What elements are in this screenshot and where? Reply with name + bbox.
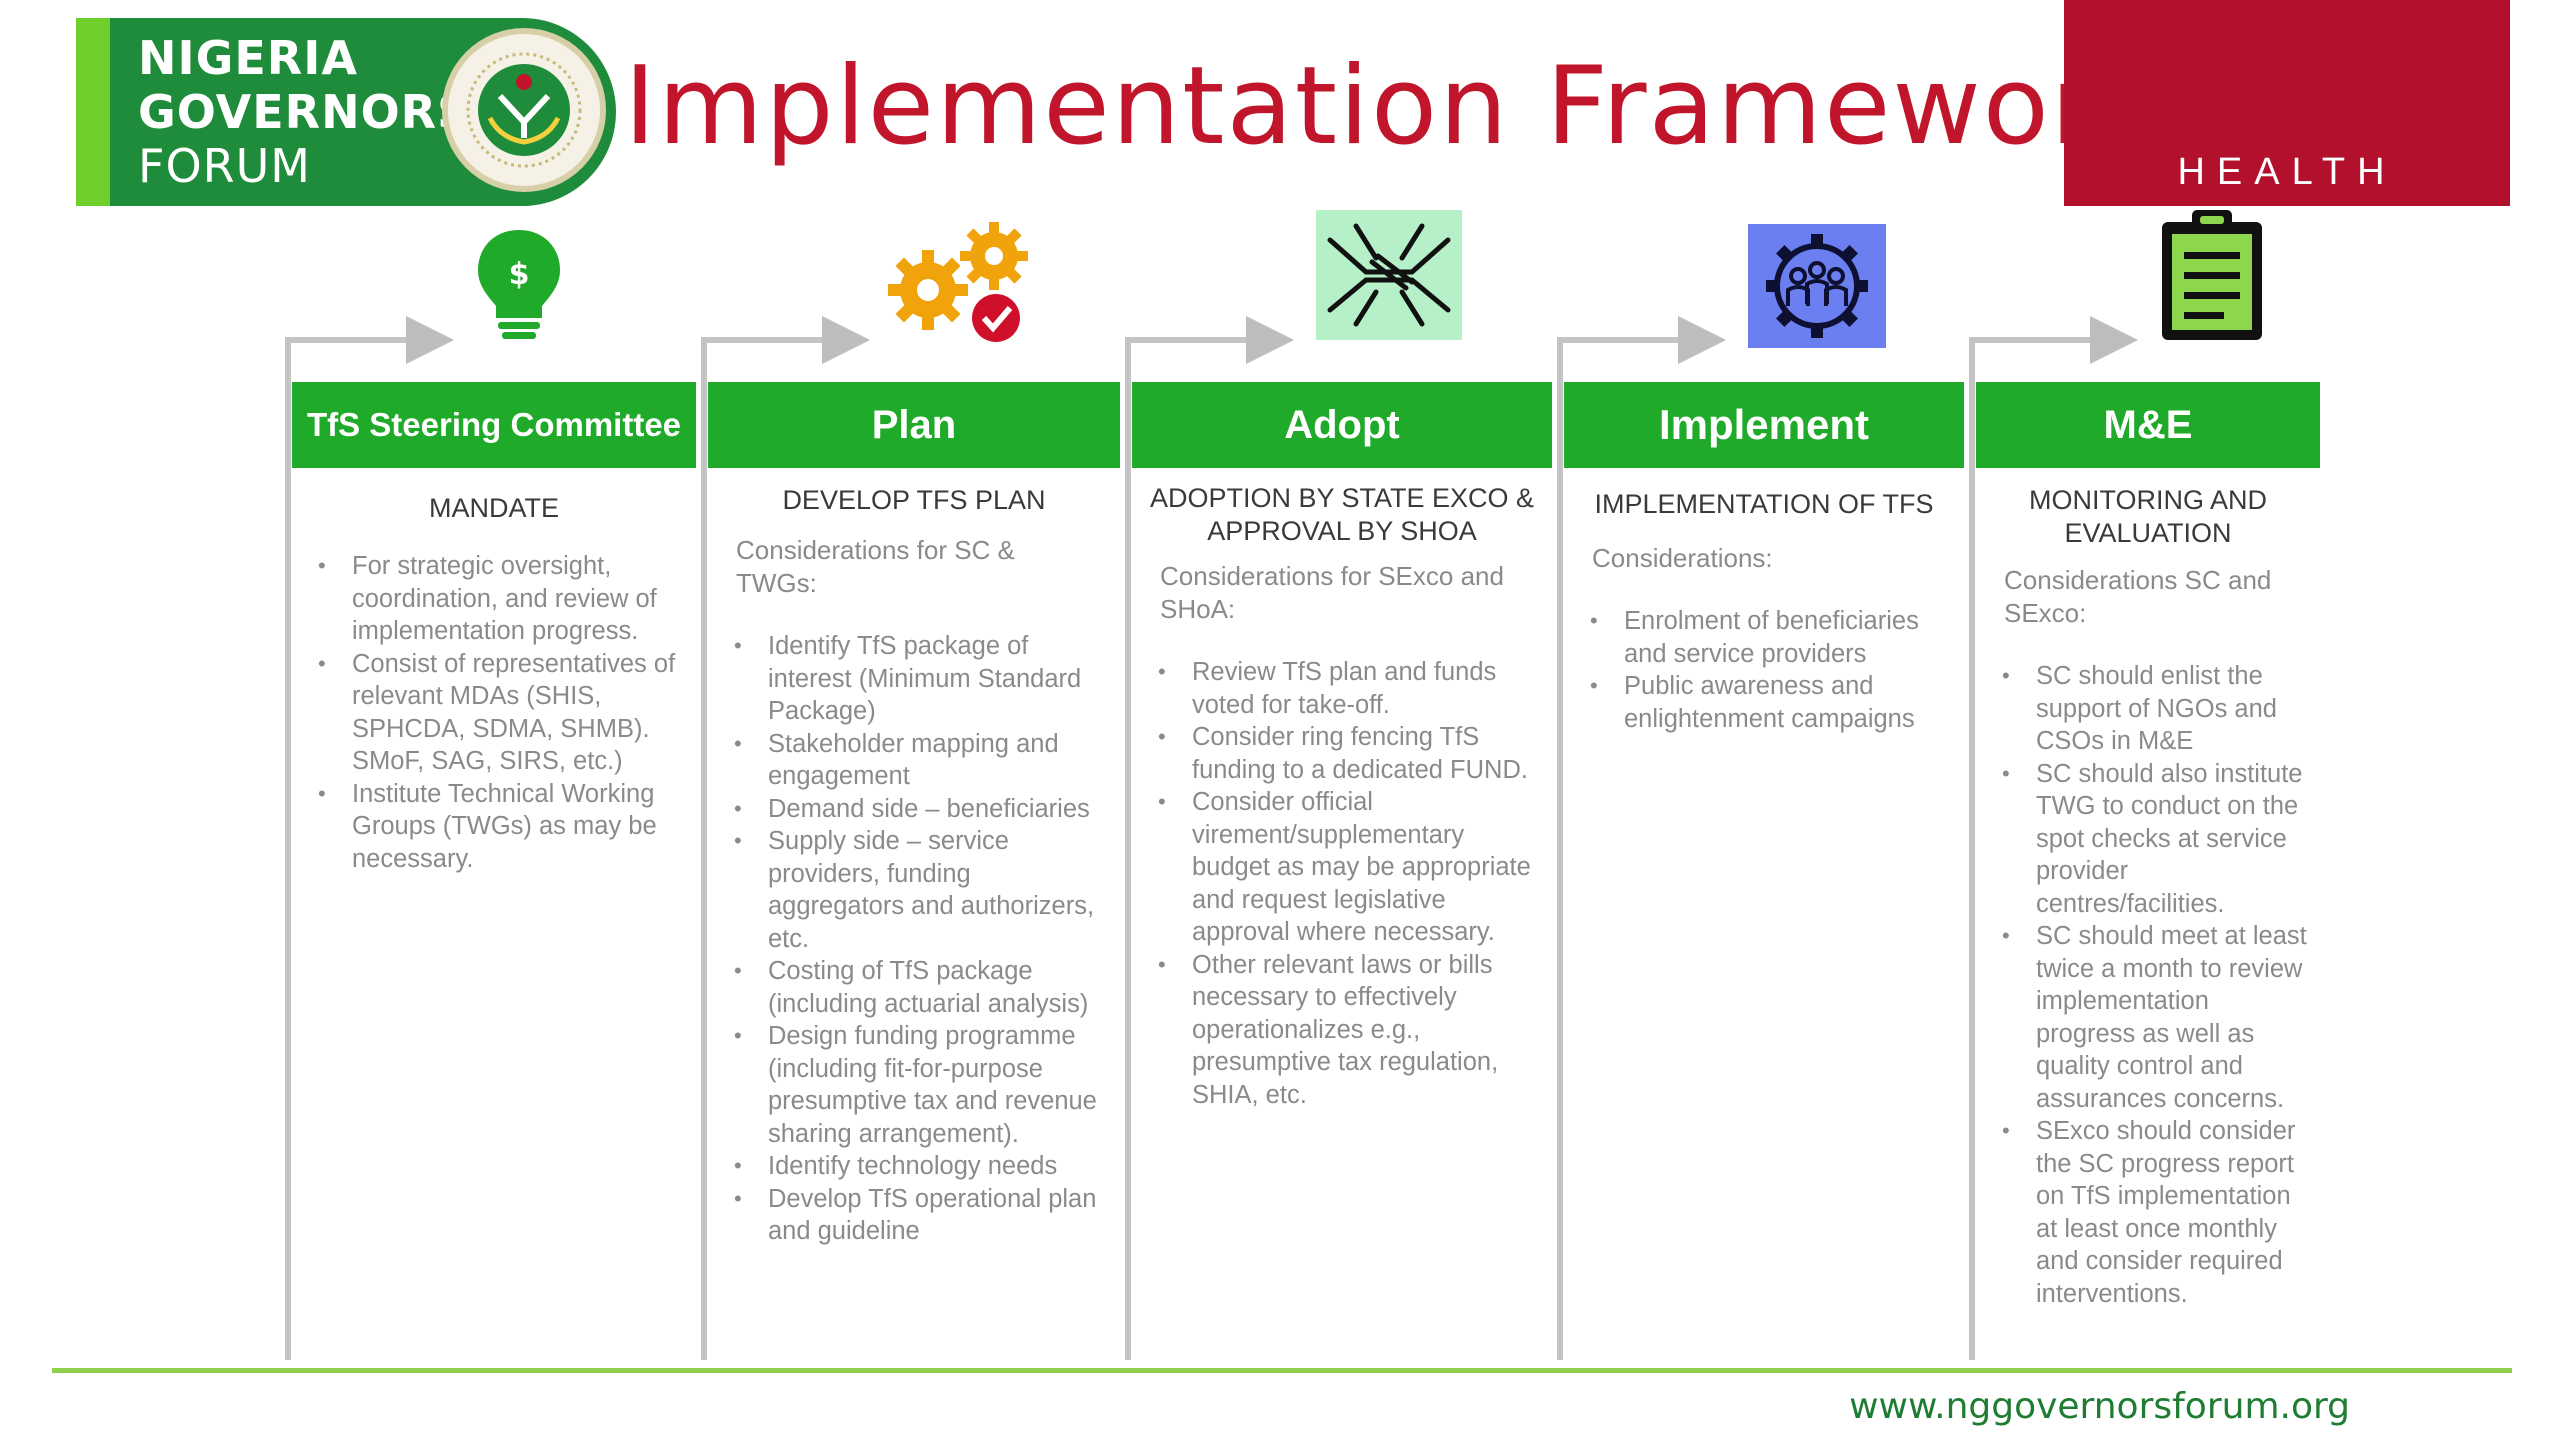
list-item: Develop TfS operational plan and guideli… xyxy=(708,1183,1110,1248)
list-item: Enrolment of beneficiaries and service p… xyxy=(1564,605,1954,670)
handshake-puzzle-icon xyxy=(1316,210,1462,345)
column-note: Considerations SC and SExco: xyxy=(2004,565,2272,628)
list-item: Identify TfS package of interest (Minimu… xyxy=(708,630,1110,728)
list-item: Consist of representatives of relevant M… xyxy=(292,648,686,778)
footer-divider xyxy=(52,1368,2512,1373)
list-item: Review TfS plan and funds voted for take… xyxy=(1132,656,1542,721)
column-header: M&E xyxy=(1976,382,2320,468)
list-item: SExco should consider the SC progress re… xyxy=(1976,1115,2310,1310)
list-item: Consider ring fencing TfS funding to a d… xyxy=(1132,721,1542,786)
gears-check-icon xyxy=(886,218,1036,351)
column-items: SC should enlist the support of NGOs and… xyxy=(1976,660,2320,1310)
column-note: Considerations for SC & TWGs: xyxy=(736,535,1015,598)
list-item: Costing of TfS package (including actuar… xyxy=(708,955,1110,1020)
column-header: Implement xyxy=(1564,382,1964,468)
lightbulb-dollar-icon: $ xyxy=(474,226,564,351)
column-header: TfS Steering Committee xyxy=(292,382,696,468)
logo-line-1: NIGERIA xyxy=(138,31,358,85)
column-subheading: MONITORING AND EVALUATION xyxy=(2028,485,2268,548)
column-adopt: Adopt ADOPTION BY STATE EXCO & APPROVAL … xyxy=(1132,382,1552,1111)
column-note: Considerations: xyxy=(1592,543,1773,573)
list-item: Design funding programme (including fit-… xyxy=(708,1020,1110,1150)
people-gear-icon xyxy=(1748,224,1886,353)
list-item: SC should meet at least twice a month to… xyxy=(1976,920,2310,1115)
column-items: For strategic oversight, coordination, a… xyxy=(292,550,696,875)
health-badge-label: HEALTH xyxy=(2177,151,2397,193)
column-header: Adopt xyxy=(1132,382,1552,468)
list-item: Public awareness and enlightenment campa… xyxy=(1564,670,1954,735)
list-item: Stakeholder mapping and engagement xyxy=(708,728,1110,793)
column-items: Identify TfS package of interest (Minimu… xyxy=(708,630,1120,1248)
column-items: Enrolment of beneficiaries and service p… xyxy=(1564,605,1964,735)
coat-of-arms-icon xyxy=(442,28,606,192)
column-subheading: ADOPTION BY STATE EXCO & APPROVAL BY SHO… xyxy=(1149,483,1535,546)
column-note: Considerations for SExco and SHoA: xyxy=(1160,561,1504,624)
clipboard-icon xyxy=(2158,208,2266,347)
column-steering-committee: TfS Steering Committee MANDATE For strat… xyxy=(292,382,696,875)
logo-stripe xyxy=(76,18,110,206)
column-subheading: MANDATE xyxy=(428,493,559,523)
logo-line-3: FORUM xyxy=(138,139,311,193)
list-item: For strategic oversight, coordination, a… xyxy=(292,550,686,648)
list-item: SC should also institute TWG to conduct … xyxy=(1976,758,2310,921)
list-item: Institute Technical Working Groups (TWGs… xyxy=(292,778,686,876)
list-item: Demand side – beneficiaries xyxy=(708,793,1110,826)
column-plan: Plan DEVELOP TFS PLAN Considerations for… xyxy=(708,382,1120,1248)
page-title: Implementation Framework xyxy=(624,44,2162,169)
column-header: Plan xyxy=(708,382,1120,468)
footer-url: www.nggovernorsforum.org xyxy=(1849,1386,2350,1427)
list-item: SC should enlist the support of NGOs and… xyxy=(1976,660,2310,758)
list-item: Other relevant laws or bills necessary t… xyxy=(1132,949,1542,1112)
column-implement: Implement IMPLEMENTATION OF TFS Consider… xyxy=(1564,382,1964,735)
column-subheading: DEVELOP TFS PLAN xyxy=(782,485,1046,515)
ngf-logo: NIGERIA GOVERNORS' FORUM xyxy=(76,18,616,206)
svg-text:$: $ xyxy=(509,257,530,292)
list-item: Consider official virement/supplementary… xyxy=(1132,786,1542,949)
column-monitoring-evaluation: M&E MONITORING AND EVALUATION Considerat… xyxy=(1976,382,2320,1310)
list-item: Identify technology needs xyxy=(708,1150,1110,1183)
list-item: Supply side – service providers, funding… xyxy=(708,825,1110,955)
health-badge: HEALTH xyxy=(2064,0,2510,206)
column-items: Review TfS plan and funds voted for take… xyxy=(1132,656,1552,1111)
column-subheading: IMPLEMENTATION OF TFS xyxy=(1594,489,1934,519)
logo-line-2: GOVERNORS' xyxy=(138,85,487,139)
